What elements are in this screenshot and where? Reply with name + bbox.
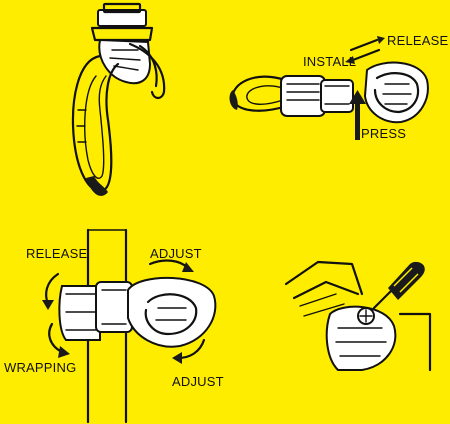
adjust-bottom-label: ADJUST (172, 374, 224, 389)
press-label: PRESS (361, 126, 407, 141)
mount-overview-illustration (0, 0, 225, 212)
screwdriver-closeup-illustration (282, 254, 432, 372)
wrapping-label: WRAPPING (4, 360, 77, 375)
release-label: RELEASE (26, 246, 88, 261)
install-release-illustration: INSTALL RELEASE PRESS (225, 0, 450, 212)
release-label: RELEASE (387, 33, 449, 48)
pole-mount-illustration: RELEASE ADJUST WRAPPING ADJUST (0, 212, 240, 424)
install-label: INSTALL (303, 54, 357, 69)
adjust-top-label: ADJUST (150, 246, 202, 261)
